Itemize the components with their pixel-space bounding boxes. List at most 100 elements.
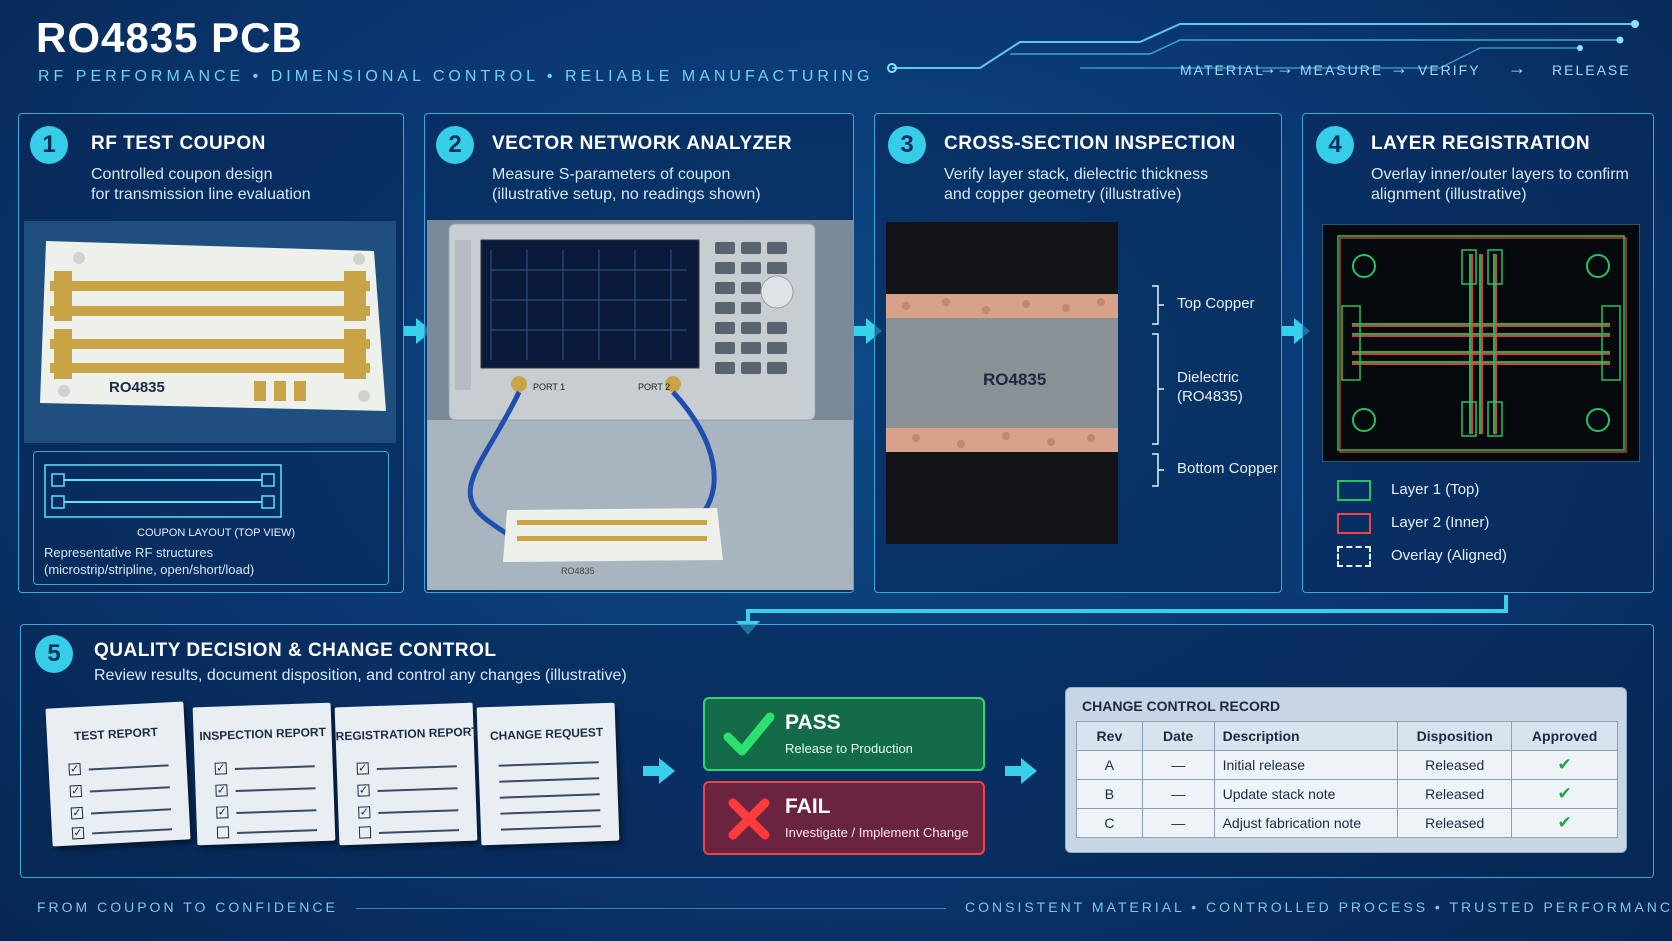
- layout-caption: COUPON LAYOUT (TOP VIEW): [137, 527, 296, 539]
- checkbox-checked-icon: ✓: [214, 762, 227, 775]
- cell-date: —: [1141, 779, 1215, 809]
- layout-description: (microstrip/stripline, open/short/load): [44, 562, 255, 577]
- record-title: CHANGE CONTROL RECORD: [1082, 698, 1281, 714]
- column-header: Description: [1213, 721, 1399, 751]
- flow-arrow-icon: →: [1259, 58, 1277, 78]
- pass-description: Release to Production: [785, 741, 913, 756]
- dielectric-center-label: RO4835: [983, 370, 1047, 389]
- checkbox-checked-icon: ✓: [357, 784, 370, 797]
- panel-description: Review results, document disposition, an…: [94, 667, 627, 684]
- checkbox-checked-icon: ✓: [68, 762, 81, 776]
- layout-description: Representative RF structures: [44, 545, 214, 560]
- table-header-row: Rev Date Description Disposition Approve…: [1076, 721, 1618, 751]
- flow-arrow-shaft: [643, 766, 661, 776]
- layer-brackets: [1152, 285, 1164, 487]
- legend-green-swatch: [1337, 480, 1371, 501]
- document-registration-report: REGISTRATION REPORT ✓ ✓ ✓: [334, 702, 479, 846]
- x-mark-icon: [728, 798, 770, 840]
- panel-cross-section-inspection: 3 CROSS-SECTION INSPECTION Verify layer …: [874, 113, 1282, 593]
- panel-quality-decision: 5 QUALITY DECISION & CHANGE CONTROL Revi…: [20, 624, 1654, 878]
- fail-title: FAIL: [785, 795, 831, 818]
- step-number-badge: 5: [35, 635, 73, 673]
- panel-title: LAYER REGISTRATION: [1371, 133, 1591, 154]
- document-title: INSPECTION REPORT: [199, 724, 327, 744]
- footer-divider: [356, 908, 946, 909]
- panel-rf-test-coupon: 1 RF TEST COUPON Controlled coupon desig…: [18, 113, 404, 593]
- cross-section-micrograph: [886, 222, 1118, 544]
- column-header: Date: [1141, 721, 1215, 751]
- checkbox-empty-icon: [358, 826, 372, 839]
- pass-outcome-box: PASS Release to Production: [703, 697, 985, 771]
- flow-arrow-shaft: [1282, 326, 1296, 336]
- coupon-layout-diagram: [44, 464, 282, 518]
- coupon-label: RO4835: [109, 379, 165, 396]
- document-title: TEST REPORT: [73, 724, 159, 744]
- document-title: CHANGE REQUEST: [489, 725, 604, 743]
- panel-description: for transmission line evaluation: [91, 186, 311, 203]
- panel-title: RF TEST COUPON: [91, 133, 266, 154]
- flow-arrow-shaft: [404, 326, 418, 336]
- flow-arrow-icon: [659, 758, 675, 784]
- step-number-badge: 4: [1316, 126, 1354, 164]
- cell-disposition: Released: [1397, 750, 1513, 780]
- table-row: C — Adjust fabrication note Released ✔: [1076, 808, 1618, 838]
- document-title: REGISTRATION REPORT: [335, 724, 479, 744]
- column-header: Disposition: [1397, 721, 1513, 751]
- legend-overlay-swatch: [1337, 546, 1371, 567]
- fail-description: Investigate / Implement Change: [785, 825, 969, 840]
- panel-description: Measure S-parameters of coupon: [492, 166, 731, 183]
- checkbox-checked-icon: ✓: [216, 806, 229, 819]
- footer-tagline-right: CONSISTENT MATERIAL • CONTROLLED PROCESS…: [965, 899, 1672, 915]
- page-title: RO4835 PCB: [36, 14, 303, 61]
- panel-title: VECTOR NETWORK ANALYZER: [492, 133, 793, 154]
- checkbox-checked-icon: ✓: [215, 784, 228, 797]
- port-label: PORT 1: [533, 382, 566, 392]
- cell-disposition: Released: [1397, 779, 1513, 809]
- table-row: A — Initial release Released ✔: [1076, 750, 1618, 780]
- layer-label-top-copper: Top Copper: [1177, 295, 1255, 312]
- layer-label-bottom-copper: Bottom Copper: [1177, 460, 1278, 477]
- fail-outcome-box: FAIL Investigate / Implement Change: [703, 781, 985, 855]
- circuit-trace-decoration: [887, 20, 1639, 73]
- panel-description: alignment (illustrative): [1371, 186, 1527, 203]
- cell-date: —: [1141, 808, 1215, 838]
- panel-description: Controlled coupon design: [91, 166, 273, 183]
- flow-arrow-shaft: [854, 326, 868, 336]
- flow-step-measure: MEASURE: [1300, 62, 1384, 78]
- document-test-report: TEST REPORT ✓ ✓ ✓ ✓: [45, 701, 191, 847]
- cell-rev: C: [1076, 808, 1143, 838]
- panel-description: Verify layer stack, dielectric thickness: [944, 166, 1209, 183]
- cell-description: Update stack note: [1213, 779, 1399, 809]
- checkbox-empty-icon: [216, 826, 230, 839]
- legend-red-swatch: [1337, 513, 1371, 534]
- approved-check-icon: ✔: [1511, 779, 1618, 809]
- panel-title: QUALITY DECISION & CHANGE CONTROL: [94, 640, 497, 661]
- step-number-badge: 2: [436, 126, 474, 164]
- column-header: Approved: [1511, 721, 1618, 751]
- approved-check-icon: ✔: [1511, 808, 1618, 838]
- registration-overlay-image: [1322, 224, 1640, 462]
- approved-check-icon: ✔: [1511, 750, 1618, 780]
- port-label: PORT 2: [638, 382, 671, 392]
- cell-description: Initial release: [1213, 750, 1399, 780]
- panel-vector-network-analyzer: 2 VECTOR NETWORK ANALYZER Measure S-para…: [424, 113, 854, 593]
- footer-tagline-left: FROM COUPON TO CONFIDENCE: [37, 899, 338, 915]
- cell-rev: B: [1076, 779, 1143, 809]
- coupon-label: RO4835: [561, 566, 595, 576]
- legend-layer-1: Layer 1 (Top): [1391, 481, 1480, 498]
- panel-layer-registration: 4 LAYER REGISTRATION Overlay inner/outer…: [1302, 113, 1654, 593]
- change-control-table: Rev Date Description Disposition Approve…: [1076, 721, 1618, 838]
- layer-label-dielectric: Dielectric: [1177, 369, 1239, 386]
- flow-arrow-icon: →: [1508, 58, 1526, 78]
- panel-title: CROSS-SECTION INSPECTION: [944, 133, 1236, 154]
- page-subtitle: RF PERFORMANCE • DIMENSIONAL CONTROL • R…: [38, 68, 874, 85]
- change-control-record: CHANGE CONTROL RECORD Rev Date Descripti…: [1065, 687, 1627, 853]
- flow-arrow-icon: →: [1276, 58, 1294, 78]
- step-number-badge: 1: [30, 126, 68, 164]
- checkbox-checked-icon: ✓: [70, 806, 84, 820]
- step-number-badge: 3: [888, 126, 926, 164]
- checkbox-checked-icon: ✓: [356, 762, 369, 775]
- flow-arrow-icon: →: [1390, 58, 1408, 78]
- pass-title: PASS: [785, 711, 841, 734]
- flow-arrow-shaft: [1005, 766, 1023, 776]
